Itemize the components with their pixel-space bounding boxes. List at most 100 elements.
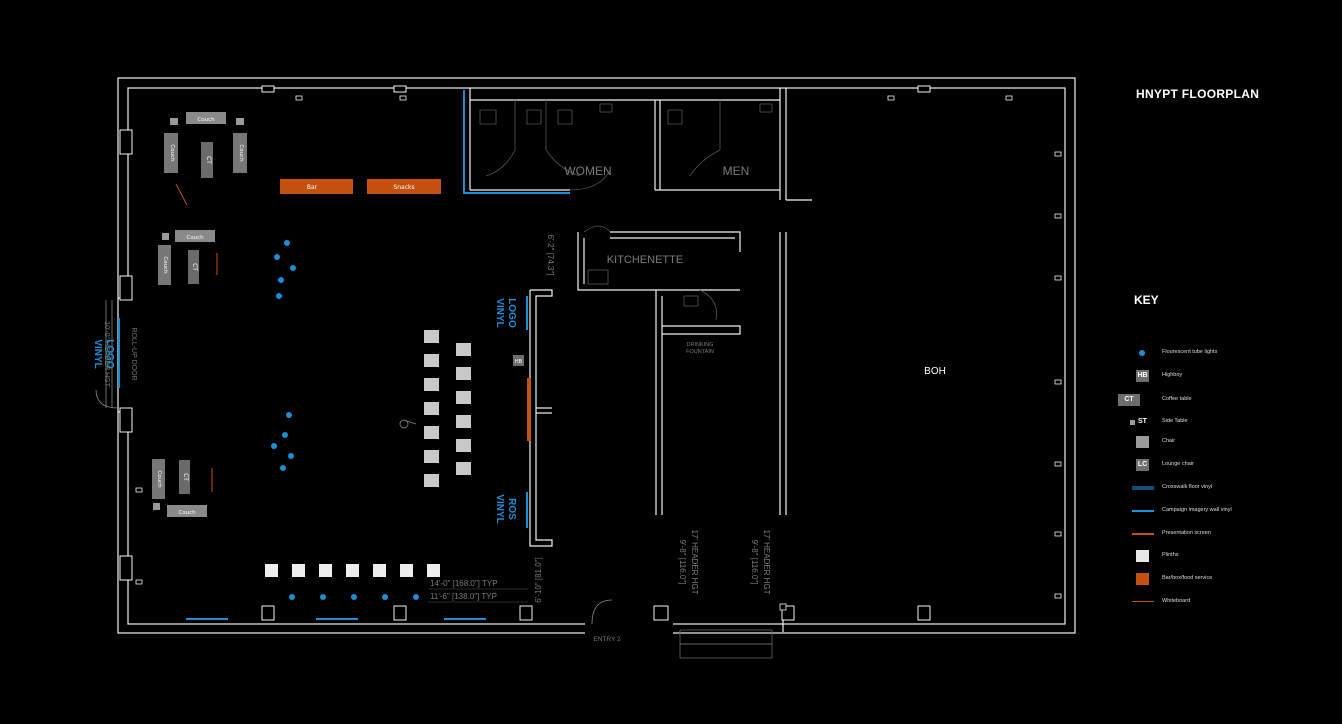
legend-symbol: HB: [1118, 370, 1156, 384]
light-dot: [271, 443, 277, 449]
wall-fill: [119, 300, 673, 634]
key-title: KEY: [1134, 293, 1159, 307]
vinyl-labels: VINYL LOGO VINYL ROS VINYL LOGO: [92, 298, 517, 523]
legend-item: Chair: [1118, 436, 1318, 450]
coffee-table: [188, 250, 199, 284]
room-entry: ENTRY 2: [593, 636, 621, 643]
header-height-left: 10'-0" HEADER HGT: [103, 321, 110, 387]
restroom-walls: [469, 88, 787, 200]
legend-symbol: ST: [1118, 416, 1156, 430]
room-men: MEN: [723, 164, 750, 178]
room-roll-up-door: ROLL-UP DOOR: [130, 327, 137, 380]
page-title: HNYPT FLOORPLAN: [1136, 87, 1260, 101]
light-dot: [288, 453, 294, 459]
dim-6ft10: 6'-10" [81.0"]: [534, 557, 543, 602]
legend-label: Chair: [1162, 438, 1176, 444]
side-table: [236, 118, 244, 125]
legend-item: ST Side Table: [1118, 416, 1318, 430]
wall-fixtures: [135, 95, 1062, 611]
lounge-mid: Couch Couch CT: [158, 230, 218, 285]
legend-item: Campaign imagery wall vinyl: [1118, 505, 1318, 519]
kitchenette-fixtures: [583, 225, 718, 321]
light-dot: [278, 277, 284, 283]
legend-symbol: [1118, 550, 1156, 564]
light-dot: [280, 465, 286, 471]
dimensions: 14'-0" [168.0"] TYP 11'-6" [138.0"] TYP …: [428, 234, 771, 603]
bar-label: Bar: [307, 184, 318, 191]
highboy-label: HB: [515, 359, 523, 365]
wall-vinyl: [118, 296, 528, 528]
legend-symbol: [1118, 505, 1156, 519]
coffee-table-label: CT: [182, 473, 189, 481]
fluorescent-lights: [271, 240, 419, 600]
plinths: [265, 564, 440, 577]
legend-symbol-text: CT: [1118, 394, 1140, 406]
roll-up-door: [95, 300, 119, 409]
legend-label: Lounge chair: [1162, 461, 1194, 467]
legend-item: Crosswalk floor vinyl: [1118, 482, 1318, 496]
side-table-swatch: [1130, 420, 1135, 425]
legend-symbol: [1118, 436, 1156, 450]
legend-label: Crosswalk floor vinyl: [1162, 484, 1213, 490]
logo-label: LOGO: [506, 298, 517, 328]
light-dot: [413, 594, 419, 600]
snacks-counter: [367, 179, 441, 194]
light-dot: [276, 293, 282, 299]
coffee-table-label: CT: [191, 263, 198, 271]
legend-item: Bar/box/food service: [1118, 573, 1318, 587]
dim-9ft8-a: 9'-8" [116.0"]: [678, 540, 687, 585]
couch-label: Couch: [186, 235, 204, 241]
room-women: WOMEN: [564, 164, 611, 178]
legend-label: Side Table: [1162, 418, 1188, 424]
legend-symbol: [1118, 347, 1156, 361]
legend-symbol-text: HB: [1136, 370, 1149, 382]
legend-item: Whiteboard: [1118, 596, 1318, 610]
dim-6ft2: 6'-2" [74.3"]: [546, 234, 555, 275]
legend-symbol-text: LC: [1136, 459, 1149, 471]
couch-label: Couch: [197, 117, 215, 123]
couch: [233, 133, 247, 173]
couch-label: Couch: [162, 256, 168, 274]
legend-item: Plinths: [1118, 550, 1318, 564]
legend-label: Whiteboard: [1162, 598, 1191, 604]
kitchenette-walls: [577, 231, 741, 515]
side-table: [170, 118, 178, 125]
couch: [152, 459, 165, 499]
legend-label: Highboy: [1162, 372, 1183, 378]
legend-label: Plinths: [1162, 552, 1179, 558]
couch: [164, 133, 178, 173]
couch-label: Couch: [238, 144, 244, 162]
couch: [158, 245, 171, 285]
side-table: [162, 233, 169, 240]
coffee-table-label: CT: [205, 156, 212, 164]
legend-symbol-text: ST: [1138, 418, 1147, 425]
lounge-top: Couch Couch CT Couch: [164, 112, 247, 206]
couch: [175, 230, 215, 242]
couch: [186, 112, 226, 124]
light-dot: [286, 412, 292, 418]
light-dot: [282, 432, 288, 438]
food-service: Bar Snacks: [280, 179, 441, 194]
couch-label: Couch: [156, 470, 162, 488]
vinyl-label: VINYL: [494, 298, 505, 327]
whiteboard: [175, 183, 188, 206]
central-partition: [529, 199, 812, 547]
light-dot: [274, 254, 280, 260]
light-dot: [351, 594, 357, 600]
legend-label: Bar/box/food service: [1162, 575, 1213, 581]
legend-item: LC Lounge chair: [1118, 459, 1318, 473]
legend-item: HB Highboy: [1118, 370, 1318, 384]
restroom-vinyl: [463, 90, 570, 194]
coffee-table: [201, 142, 213, 178]
room-drinking-2: FOUNTAIN: [686, 349, 714, 355]
vinyl-label: VINYL: [92, 339, 103, 368]
legend-item: Presentation screen: [1118, 528, 1318, 542]
snacks-label: Snacks: [393, 184, 414, 191]
legend-item: Flourescent tube lights: [1118, 347, 1318, 361]
podium: [399, 419, 417, 429]
coffee-table: [179, 460, 190, 494]
legend-label: Presentation screen: [1162, 530, 1211, 536]
light-dot: [320, 594, 326, 600]
